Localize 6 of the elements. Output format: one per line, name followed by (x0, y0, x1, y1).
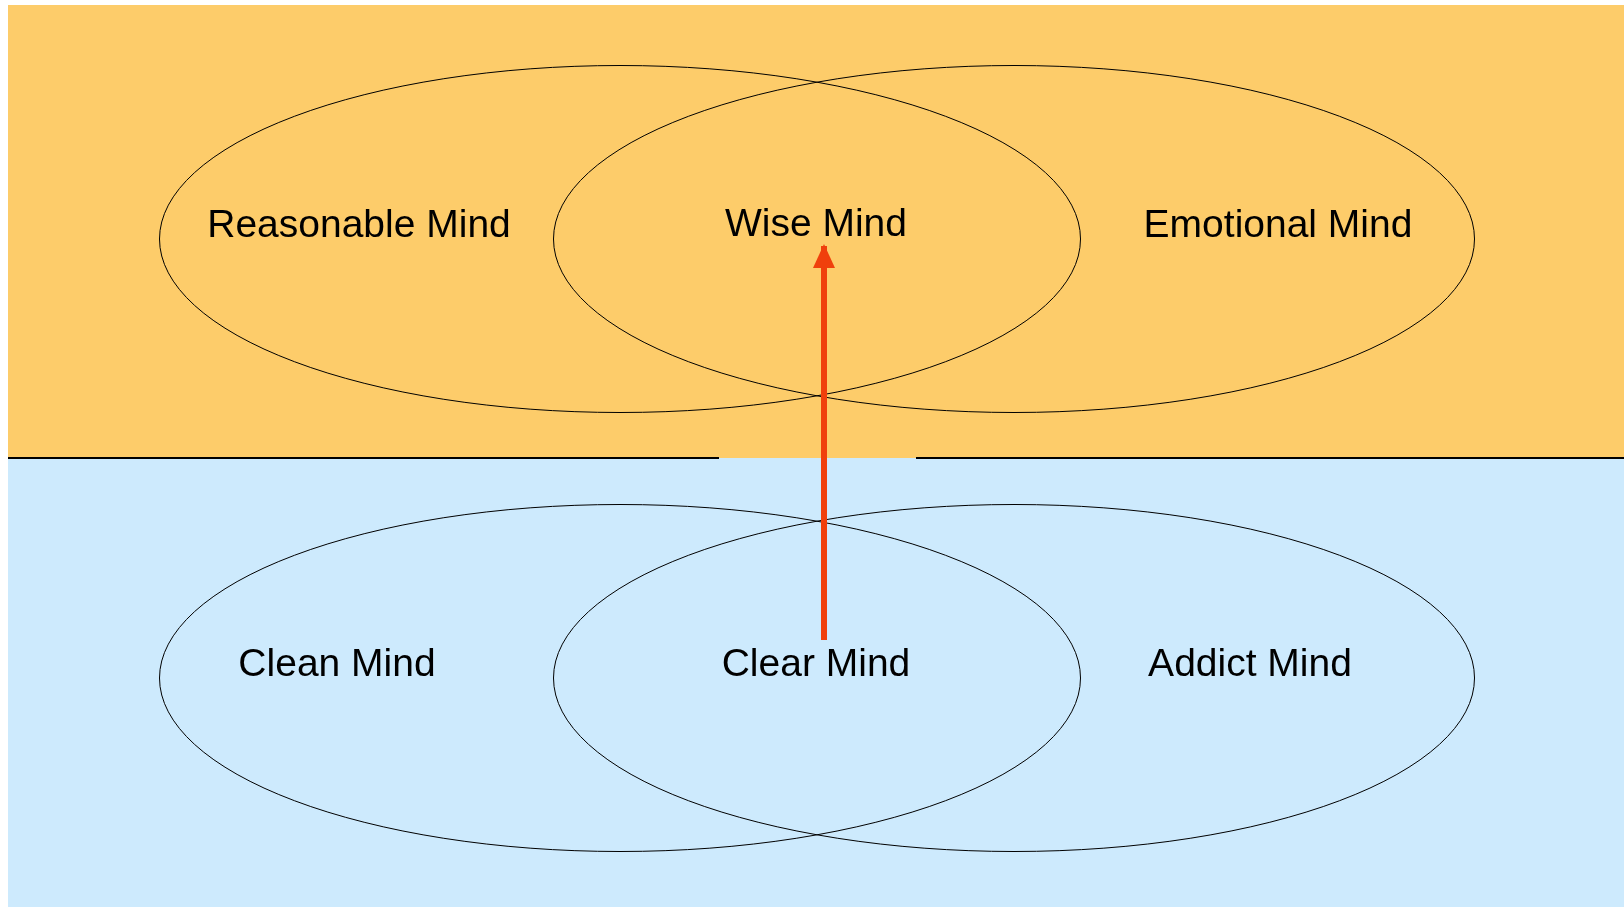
overlap-label: Clear Mind (721, 640, 911, 686)
ellipse-label: Clean Mind (238, 640, 436, 686)
ellipse-label: Addict Mind (1148, 640, 1352, 686)
overlap-label: Wise Mind (724, 200, 907, 246)
ellipse-label: Reasonable Mind (207, 201, 511, 247)
ellipse-label: Emotional Mind (1143, 201, 1413, 247)
